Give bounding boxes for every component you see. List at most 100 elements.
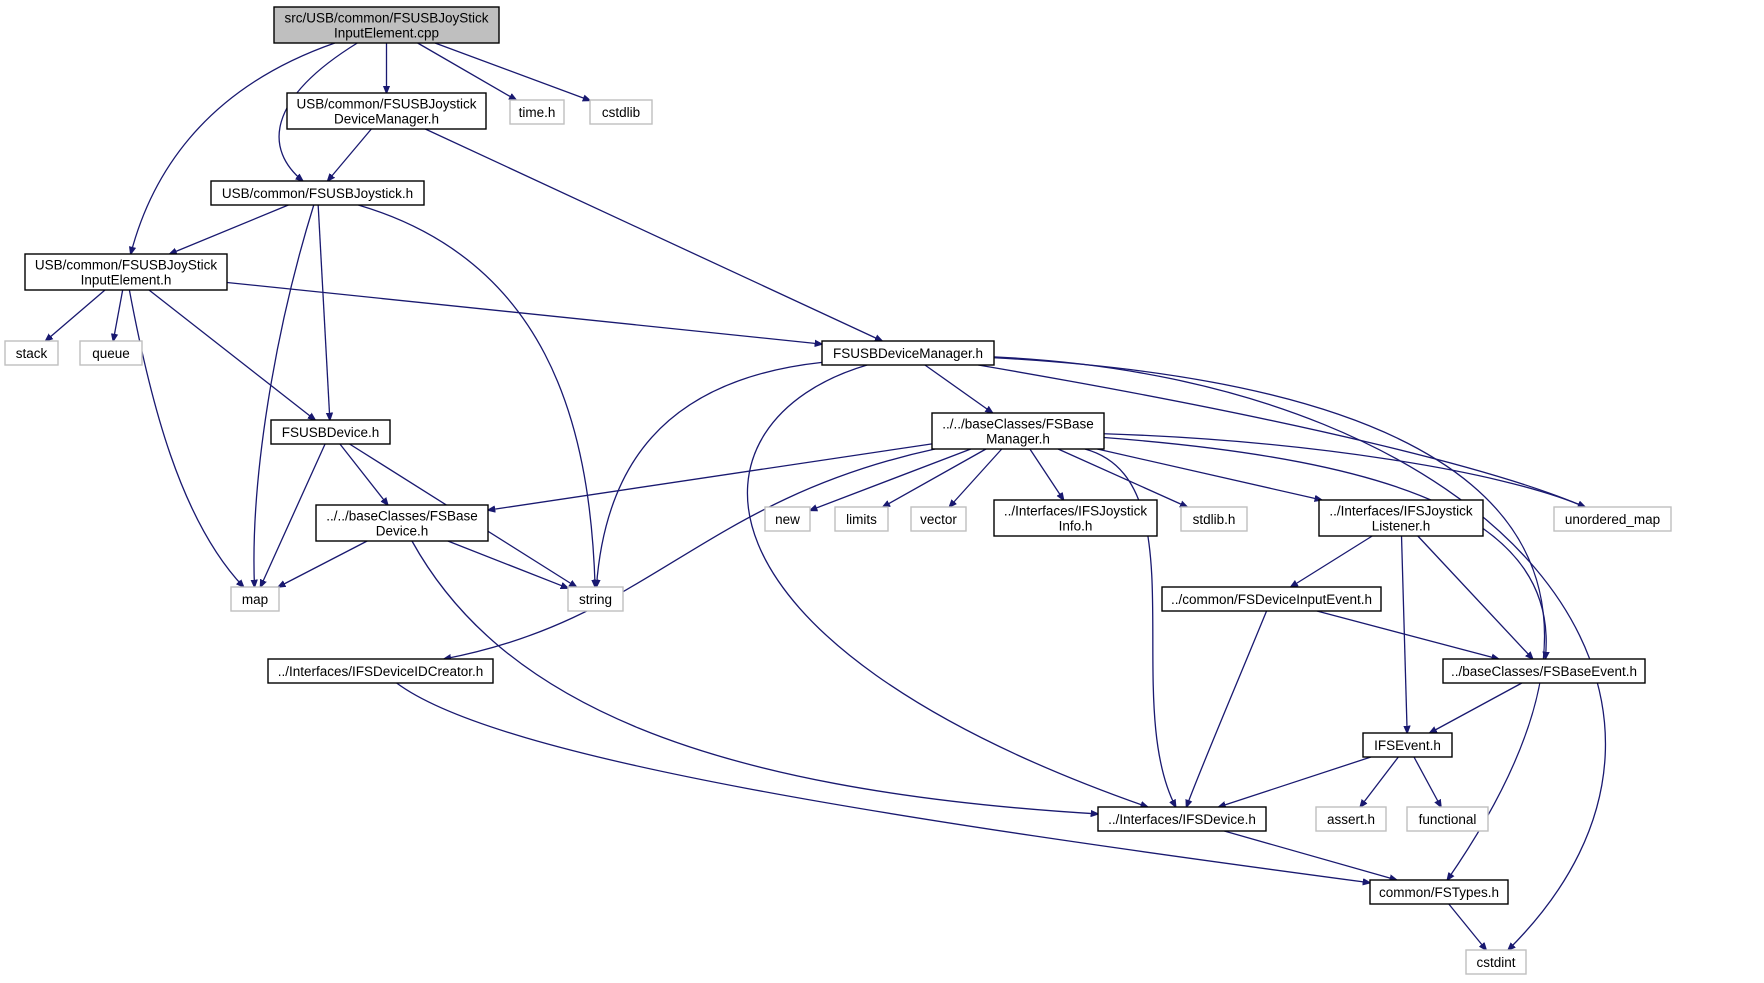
edge-usbmgr-to-fstypes: [993, 357, 1546, 880]
edge-usbdev-to-map: [260, 443, 326, 587]
node-box: [509, 99, 565, 125]
node-label: Info.h: [1059, 519, 1093, 534]
edge-joystick-to-string: [358, 204, 595, 587]
node-box: [834, 506, 889, 532]
node-idcreator[interactable]: ../Interfaces/IFSDeviceIDCreator.h: [267, 658, 494, 684]
edge-usbdev-to-basedev: [339, 443, 388, 505]
node-label: FSUSBDevice.h: [282, 425, 380, 440]
node-cpp[interactable]: src/USB/common/FSUSBJoyStickInputElement…: [273, 6, 500, 44]
node-vector: vector: [910, 506, 967, 532]
node-box: [230, 586, 280, 612]
node-limits: limits: [834, 506, 889, 532]
edge-cpp-to-cstdlib: [434, 42, 590, 100]
edge-basemgr-to-basedev: [488, 443, 933, 510]
node-box: [821, 340, 995, 366]
node-cstdlib: cstdlib: [589, 99, 653, 125]
node-map: map: [230, 586, 280, 612]
node-label: Manager.h: [986, 432, 1050, 447]
edge-ifsevent-to-assert: [1360, 756, 1399, 807]
node-box: [931, 412, 1105, 450]
node-functional: functional: [1406, 806, 1489, 832]
node-label: cstdint: [1476, 955, 1515, 970]
node-label: ../../baseClasses/FSBase: [326, 509, 478, 524]
node-box: [1097, 806, 1267, 832]
node-label: string: [579, 592, 612, 607]
node-label: functional: [1419, 812, 1477, 827]
edge-inputh-to-queue: [113, 289, 124, 341]
edge-basemgr-to-limits: [883, 448, 987, 507]
edge-usbmgr-to-ifsdevice: [746, 364, 1147, 807]
node-box: [567, 586, 624, 612]
node-baseevent[interactable]: ../baseClasses/FSBaseEvent.h: [1442, 658, 1646, 684]
node-label: ../Interfaces/IFSDevice.h: [1108, 812, 1256, 827]
node-box: [993, 499, 1158, 537]
edge-devmgr-to-joystick: [328, 128, 372, 181]
node-box: [1369, 879, 1509, 905]
node-label: time.h: [519, 105, 556, 120]
edge-basemgr-to-jlistener: [1097, 448, 1322, 500]
edge-basemgr-to-vector: [949, 448, 1003, 507]
node-inputevent[interactable]: ../common/FSDeviceInputEvent.h: [1161, 586, 1382, 612]
edge-ifsdevice-to-fstypes: [1224, 830, 1397, 880]
edge-inputevent-to-ifsdevice: [1186, 610, 1268, 807]
node-box: [1180, 506, 1248, 532]
node-label: limits: [846, 512, 877, 527]
node-string: string: [567, 586, 624, 612]
node-label: Device.h: [376, 524, 429, 539]
node-box: [286, 92, 487, 130]
edge-cpp-to-inputh: [131, 42, 336, 254]
edge-devmgr-to-usbmgr: [425, 128, 882, 341]
node-box: [24, 253, 228, 291]
node-usbmgr[interactable]: FSUSBDeviceManager.h: [821, 340, 995, 366]
node-label: ../common/FSDeviceInputEvent.h: [1171, 592, 1372, 607]
node-ifsevent[interactable]: IFSEvent.h: [1362, 732, 1453, 758]
node-label: InputElement.cpp: [334, 26, 439, 41]
edge-basemgr-to-new: [810, 448, 972, 510]
node-box: [270, 419, 391, 445]
node-new: new: [764, 506, 811, 532]
edge-joystick-to-inputh: [170, 204, 289, 254]
node-label: InputElement.h: [81, 273, 172, 288]
edge-basedev-to-map: [278, 540, 368, 587]
node-box: [1442, 658, 1646, 684]
edge-inputh-to-usbmgr: [226, 281, 822, 344]
node-usbdev[interactable]: FSUSBDevice.h: [270, 419, 391, 445]
node-label: new: [775, 512, 800, 527]
node-label: stack: [16, 346, 48, 361]
node-label: queue: [92, 346, 130, 361]
node-box: [273, 6, 500, 44]
node-box: [1161, 586, 1382, 612]
node-label: USB/common/FSUSBJoystick.h: [222, 186, 413, 201]
node-box: [210, 180, 425, 206]
node-label: USB/common/FSUSBJoyStick: [35, 258, 218, 273]
edge-basemgr-to-stdlib: [1057, 448, 1187, 507]
edge-inputh-to-stack: [46, 289, 106, 341]
node-box: [4, 340, 59, 366]
edge-jlistener-to-inputevent: [1291, 535, 1373, 587]
node-label: src/USB/common/FSUSBJoyStick: [284, 11, 488, 26]
node-stdlib: stdlib.h: [1180, 506, 1248, 532]
node-label: stdlib.h: [1193, 512, 1236, 527]
node-box: [267, 658, 494, 684]
node-label: cstdlib: [602, 105, 640, 120]
node-box: [589, 99, 653, 125]
edge-usbmgr-to-basemgr: [924, 364, 993, 413]
edge-joystick-to-map: [254, 204, 315, 587]
node-label: FSUSBDeviceManager.h: [833, 346, 983, 361]
node-fstypes[interactable]: common/FSTypes.h: [1369, 879, 1509, 905]
node-umap: unordered_map: [1553, 506, 1672, 532]
node-joystick[interactable]: USB/common/FSUSBJoystick.h: [210, 180, 425, 206]
edge-cpp-to-joystick: [278, 42, 358, 181]
node-ifsdevice[interactable]: ../Interfaces/IFSDevice.h: [1097, 806, 1267, 832]
edge-ifsevent-to-ifsdevice: [1219, 756, 1372, 807]
edge-idcreator-to-fstypes: [396, 682, 1370, 883]
node-label: USB/common/FSUSBJoystick: [296, 97, 476, 112]
edge-cpp-to-time: [417, 42, 517, 100]
